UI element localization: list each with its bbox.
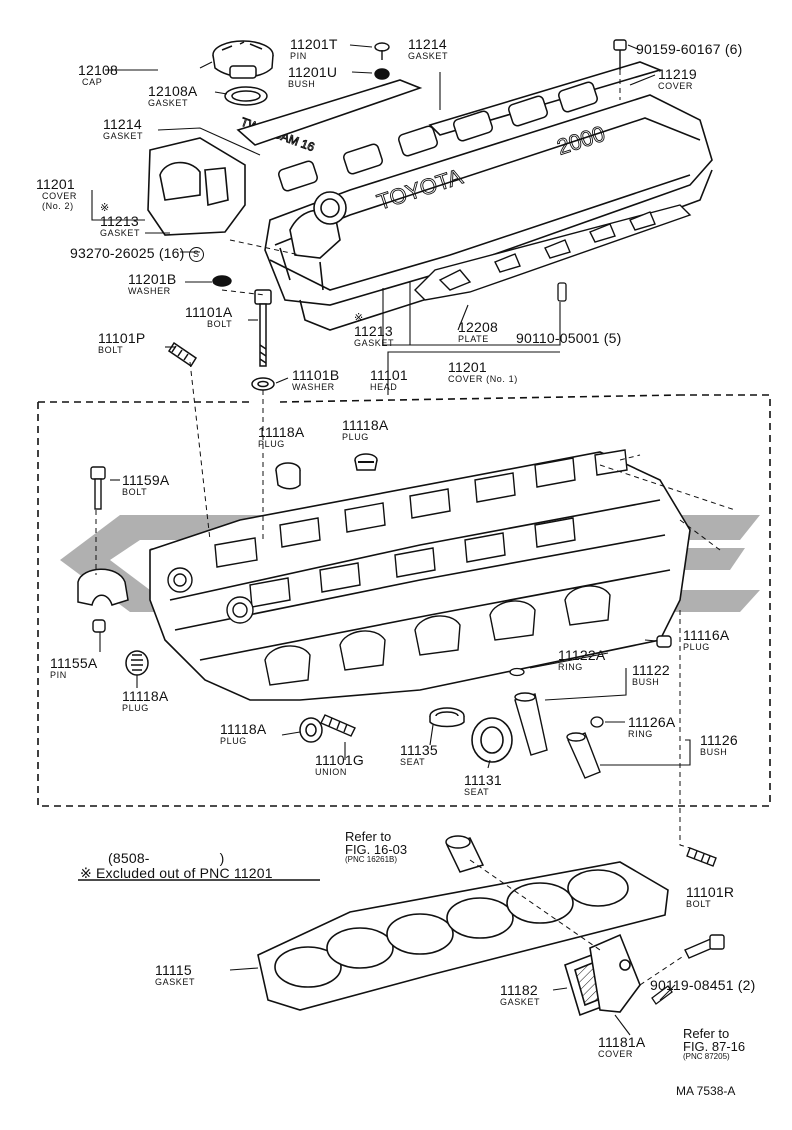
intake-ports xyxy=(264,585,611,686)
reference-fig-87-16[interactable]: Refer to FIG. 87-16 (PNC 87205) xyxy=(683,1026,746,1061)
bush-11122 xyxy=(514,692,548,756)
union-11101g xyxy=(320,714,356,737)
pin-11201t xyxy=(374,42,390,60)
washer-11201b xyxy=(212,275,232,287)
outlet-cover-11181a xyxy=(589,933,641,1013)
bearing-cap xyxy=(77,568,129,606)
cam-holes xyxy=(167,567,254,624)
dashed-connectors xyxy=(95,70,736,986)
plug-11116a xyxy=(656,635,672,648)
bolt-11159a xyxy=(90,466,106,510)
reference-fig-16-03[interactable]: Refer to FIG. 16-03 (PNC 16261B) xyxy=(345,829,408,864)
breather-plate-12208 xyxy=(414,204,692,301)
cap-gasket xyxy=(224,86,268,106)
diagram-code: MA 7538-A xyxy=(676,1084,736,1098)
stud-11101r xyxy=(686,847,717,867)
seat-11135 xyxy=(429,707,465,728)
bolt-90159 xyxy=(613,39,627,70)
oil-filler-cap xyxy=(212,40,274,79)
ring-11122a xyxy=(509,667,525,677)
label-90159: 90159-60167 (6) xyxy=(636,41,743,57)
head-bolt-11101a xyxy=(254,289,272,367)
bolt-90119-small xyxy=(651,985,673,1005)
note-text: ※ Excluded out of PNC 11201 xyxy=(80,865,273,881)
pin-11155a xyxy=(92,619,106,633)
leader-lines xyxy=(91,44,691,1036)
spark-plug-holes xyxy=(278,81,598,192)
s-mark-icon: S xyxy=(188,246,204,262)
note-date: (8508-) xyxy=(108,850,225,866)
bush-11126 xyxy=(566,732,601,779)
bolt-90119 xyxy=(684,934,725,959)
label-90110: 90110-05001 (5) xyxy=(516,330,622,346)
bush-11201u xyxy=(374,68,390,80)
screw-90110 xyxy=(557,282,567,302)
plug-11118a-top-right xyxy=(354,453,378,471)
seat-11131 xyxy=(471,717,513,763)
plug-11118a-top-left xyxy=(275,462,301,490)
washer-11101b xyxy=(251,377,275,391)
label-93270: 93270-26025 (16) S xyxy=(70,246,204,262)
plug-11118a-bottom xyxy=(299,717,323,743)
cylinder-head xyxy=(149,451,691,701)
camshaft-journals xyxy=(214,449,628,608)
head-gasket-11115 xyxy=(257,861,669,1011)
plug-11118a-left xyxy=(125,650,149,676)
union-fitting xyxy=(445,835,485,873)
ring-11126a xyxy=(590,716,604,728)
assembly-boundary xyxy=(37,394,771,807)
label-90119: 90119-08451 (2) xyxy=(650,977,756,993)
cylinder-head-cover-no2 xyxy=(147,79,423,236)
label-11201-no2: 11201 COVER (No. 2) xyxy=(36,176,78,211)
